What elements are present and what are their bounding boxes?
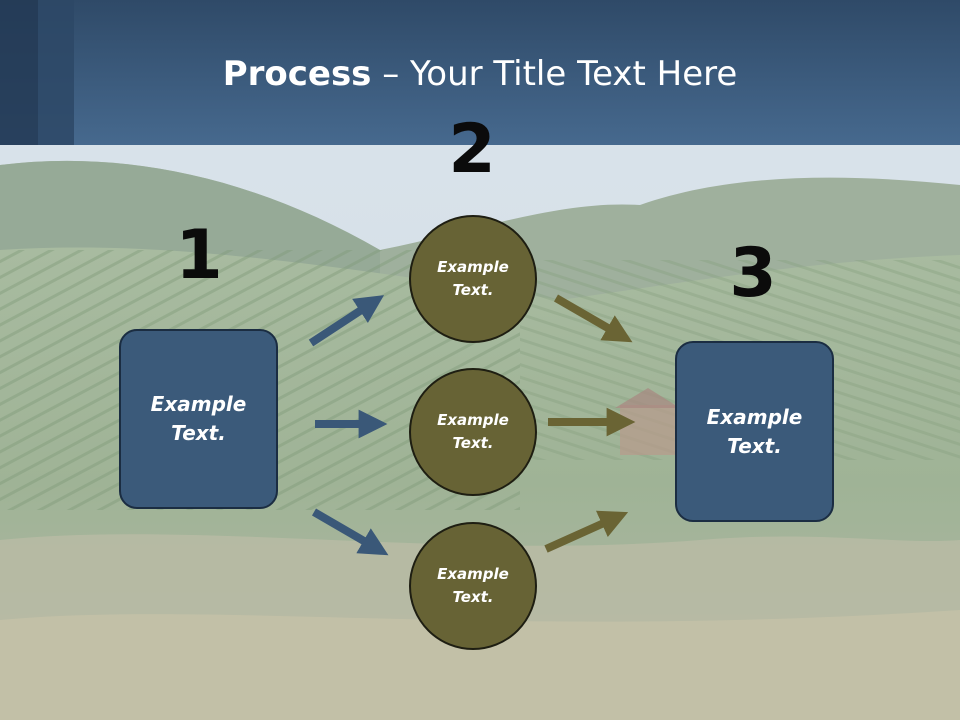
step-1-box[interactable]: Example Text. [119,329,278,509]
arrow-from-bottom-circle [544,510,629,553]
step-3-number[interactable]: 3 [729,234,777,313]
step-2-circle-bottom[interactable]: Example Text. [409,522,537,650]
title-regular-text: – Your Title Text Here [371,54,738,94]
title-bold-text: Process [222,54,372,94]
step-2-middle-text: Example Text. [437,411,509,452]
step-2-circle-middle[interactable]: Example Text. [409,368,537,496]
header-accent-stripe [38,0,74,145]
step-2-circle-top[interactable]: Example Text. [409,215,537,343]
slide-title[interactable]: Process – Your Title Text Here [0,52,960,96]
step-3-text: Example Text. [706,404,803,458]
step-2-top-text: Example Text. [437,258,509,299]
step-1-number[interactable]: 1 [175,216,223,295]
header-accent-stripe [0,0,38,145]
step-1-text: Example Text. [150,392,247,445]
arrow-to-top-circle [308,295,385,347]
step-2-number[interactable]: 2 [448,110,496,189]
title-bar: Process – Your Title Text Here [0,0,960,145]
step-3-box[interactable]: Example Text. [675,341,834,522]
arrow-from-top-circle [553,294,633,343]
step-2-bottom-text: Example Text. [437,565,509,606]
arrow-to-bottom-circle [311,508,389,556]
